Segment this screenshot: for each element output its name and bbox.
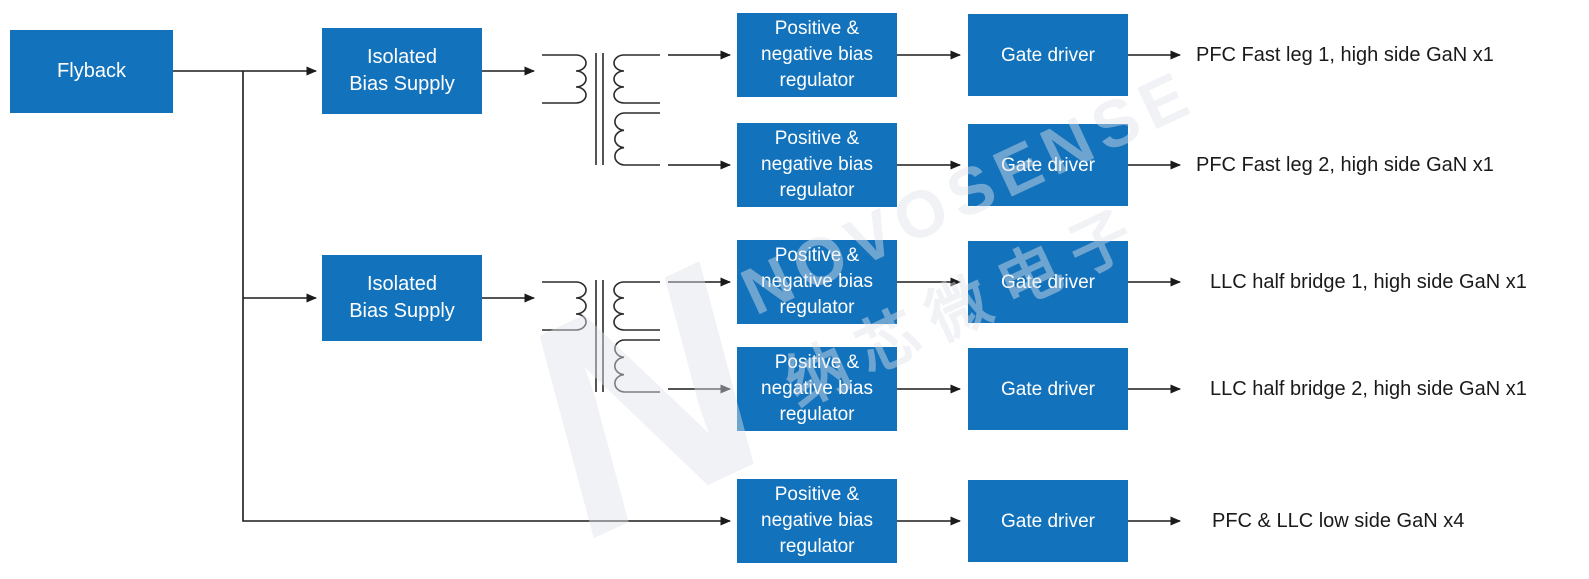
regulator-label-line1: Positive & — [774, 484, 860, 505]
ibs1-label-line1: Isolated — [366, 46, 438, 68]
output-label-5: PFC & LLC low side GaN x4 — [1212, 510, 1465, 532]
flyback-label: Flyback — [57, 60, 126, 82]
output-label-2: PFC Fast leg 2, high side GaN x1 — [1196, 154, 1494, 176]
regulator-label-line2: negative bias — [761, 44, 873, 65]
regulator-label-line3: regulator — [779, 536, 855, 557]
regulator-label-line1: Positive & — [774, 18, 860, 39]
bias-regulator-block-1: Positive & negative bias regulator — [737, 13, 897, 97]
transformer-icon — [542, 53, 660, 166]
ibs1-label-line2: Bias Supply — [349, 73, 455, 95]
isolated-bias-supply-block-1: Isolated Bias Supply — [322, 28, 482, 114]
regulator-label-line1: Positive & — [774, 352, 860, 373]
gate-driver-label: Gate driver — [1001, 154, 1095, 176]
regulator-label-line2: negative bias — [761, 271, 873, 292]
transformer-icon — [542, 280, 660, 393]
gate-driver-block-5: Gate driver — [968, 480, 1128, 562]
regulator-label-line1: Positive & — [774, 245, 860, 266]
flyback-block: Flyback — [10, 30, 173, 113]
gate-driver-label: Gate driver — [1001, 44, 1095, 66]
regulator-label-line1: Positive & — [774, 128, 860, 149]
regulator-label-line3: regulator — [779, 70, 855, 91]
regulator-label-line3: regulator — [779, 180, 855, 201]
regulator-label-line3: regulator — [779, 297, 855, 318]
branch-line-to-regulator5 — [242, 71, 731, 526]
bias-regulator-block-3: Positive & negative bias regulator — [737, 240, 897, 324]
gate-driver-label: Gate driver — [1001, 378, 1095, 400]
gate-driver-block-1: Gate driver — [968, 14, 1128, 96]
gate-driver-label: Gate driver — [1001, 271, 1095, 293]
bias-regulator-block-5: Positive & negative bias regulator — [737, 479, 897, 563]
output-label-1: PFC Fast leg 1, high side GaN x1 — [1196, 44, 1494, 66]
output-label-4: LLC half bridge 2, high side GaN x1 — [1210, 378, 1527, 400]
regulator-label-line3: regulator — [779, 404, 855, 425]
gate-driver-block-4: Gate driver — [968, 348, 1128, 430]
bias-regulator-block-2: Positive & negative bias regulator — [737, 123, 897, 207]
regulator-label-line2: negative bias — [761, 154, 873, 175]
gate-driver-block-2: Gate driver — [968, 124, 1128, 206]
regulator-label-line2: negative bias — [761, 378, 873, 399]
bias-regulator-block-4: Positive & negative bias regulator — [737, 347, 897, 431]
gate-driver-block-3: Gate driver — [968, 241, 1128, 323]
regulator-label-line2: negative bias — [761, 510, 873, 531]
output-label-3: LLC half bridge 1, high side GaN x1 — [1210, 271, 1527, 293]
isolated-bias-supply-block-2: Isolated Bias Supply — [322, 255, 482, 341]
ibs2-label-line1: Isolated — [366, 273, 438, 295]
ibs2-label-line2: Bias Supply — [349, 300, 455, 322]
gate-driver-label: Gate driver — [1001, 510, 1095, 532]
